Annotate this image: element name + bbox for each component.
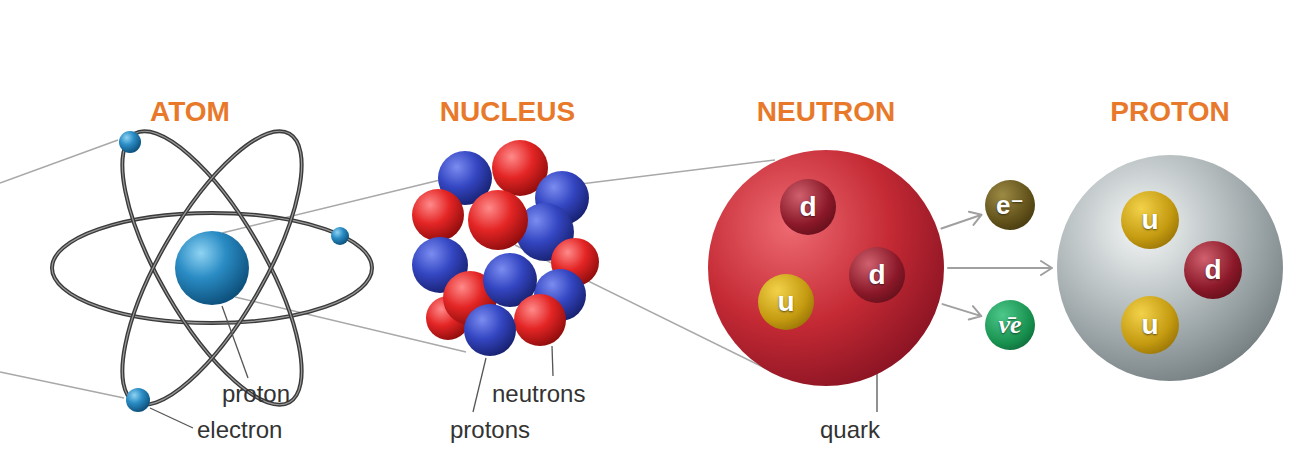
section-heading: PROTON — [977, 95, 1306, 129]
part-label: quark — [820, 416, 880, 444]
atom-nucleus — [175, 231, 249, 305]
quark-letter: d — [1204, 256, 1221, 284]
particle-symbol: e⁻ — [996, 192, 1024, 218]
decay-arrow — [941, 212, 981, 229]
nucleon-ball — [464, 304, 516, 356]
orbit-highlight — [89, 108, 334, 428]
part-label: electron — [197, 416, 282, 444]
nucleon-ball — [514, 294, 566, 346]
quark-letter: d — [799, 193, 816, 221]
arrow-line — [948, 261, 1052, 275]
arrow-line — [941, 212, 981, 229]
nucleus-group: NUCLEUS — [410, 148, 605, 360]
orbit-highlight — [52, 213, 372, 323]
quark-letter: u — [1141, 311, 1158, 339]
electron-dot — [119, 131, 141, 153]
electron-ball: e⁻ — [985, 180, 1035, 230]
part-label: proton — [222, 380, 290, 408]
leader-line — [150, 408, 193, 428]
quark-letter: u — [1141, 206, 1158, 234]
quark-ball: u — [1121, 191, 1179, 249]
nucleon-ball — [468, 190, 528, 250]
leader-line — [552, 346, 553, 376]
decay-arrow — [943, 304, 982, 319]
decay-arrow — [948, 261, 1052, 275]
quark-ball: d — [780, 179, 836, 235]
quark-ball: u — [1121, 296, 1179, 354]
section-heading: ATOM — [0, 95, 420, 129]
antineutrino-ball: ν̄e — [985, 300, 1035, 350]
arrow-line — [943, 304, 982, 319]
section-heading: NEUTRON — [628, 95, 1024, 129]
zoom-line — [0, 140, 118, 183]
electron-orbit — [89, 108, 334, 428]
quark-ball: u — [758, 274, 814, 330]
neutron-sphere: NEUTRONdud — [708, 150, 944, 386]
quark-ball: d — [1184, 241, 1242, 299]
quark-ball: d — [849, 247, 905, 303]
part-label: neutrons — [492, 380, 585, 408]
quark-letter: d — [868, 261, 885, 289]
electron-dot — [331, 227, 349, 245]
nucleon-ball — [412, 189, 464, 241]
quark-letter: u — [777, 288, 794, 316]
section-heading: NUCLEUS — [330, 95, 685, 129]
electron-orbit — [89, 108, 334, 428]
electron-dot — [126, 388, 150, 412]
atom-group: ATOM — [40, 130, 340, 430]
leader-line — [473, 358, 486, 412]
zoom-line — [0, 372, 124, 398]
particle-symbol: ν̄e — [998, 312, 1021, 338]
electron-orbit — [52, 213, 372, 323]
zoom-line — [222, 180, 440, 233]
orbit-highlight — [89, 108, 334, 428]
part-label: protons — [450, 416, 530, 444]
leader-line — [222, 306, 248, 378]
proton-sphere: PROTONudu — [1057, 155, 1283, 381]
